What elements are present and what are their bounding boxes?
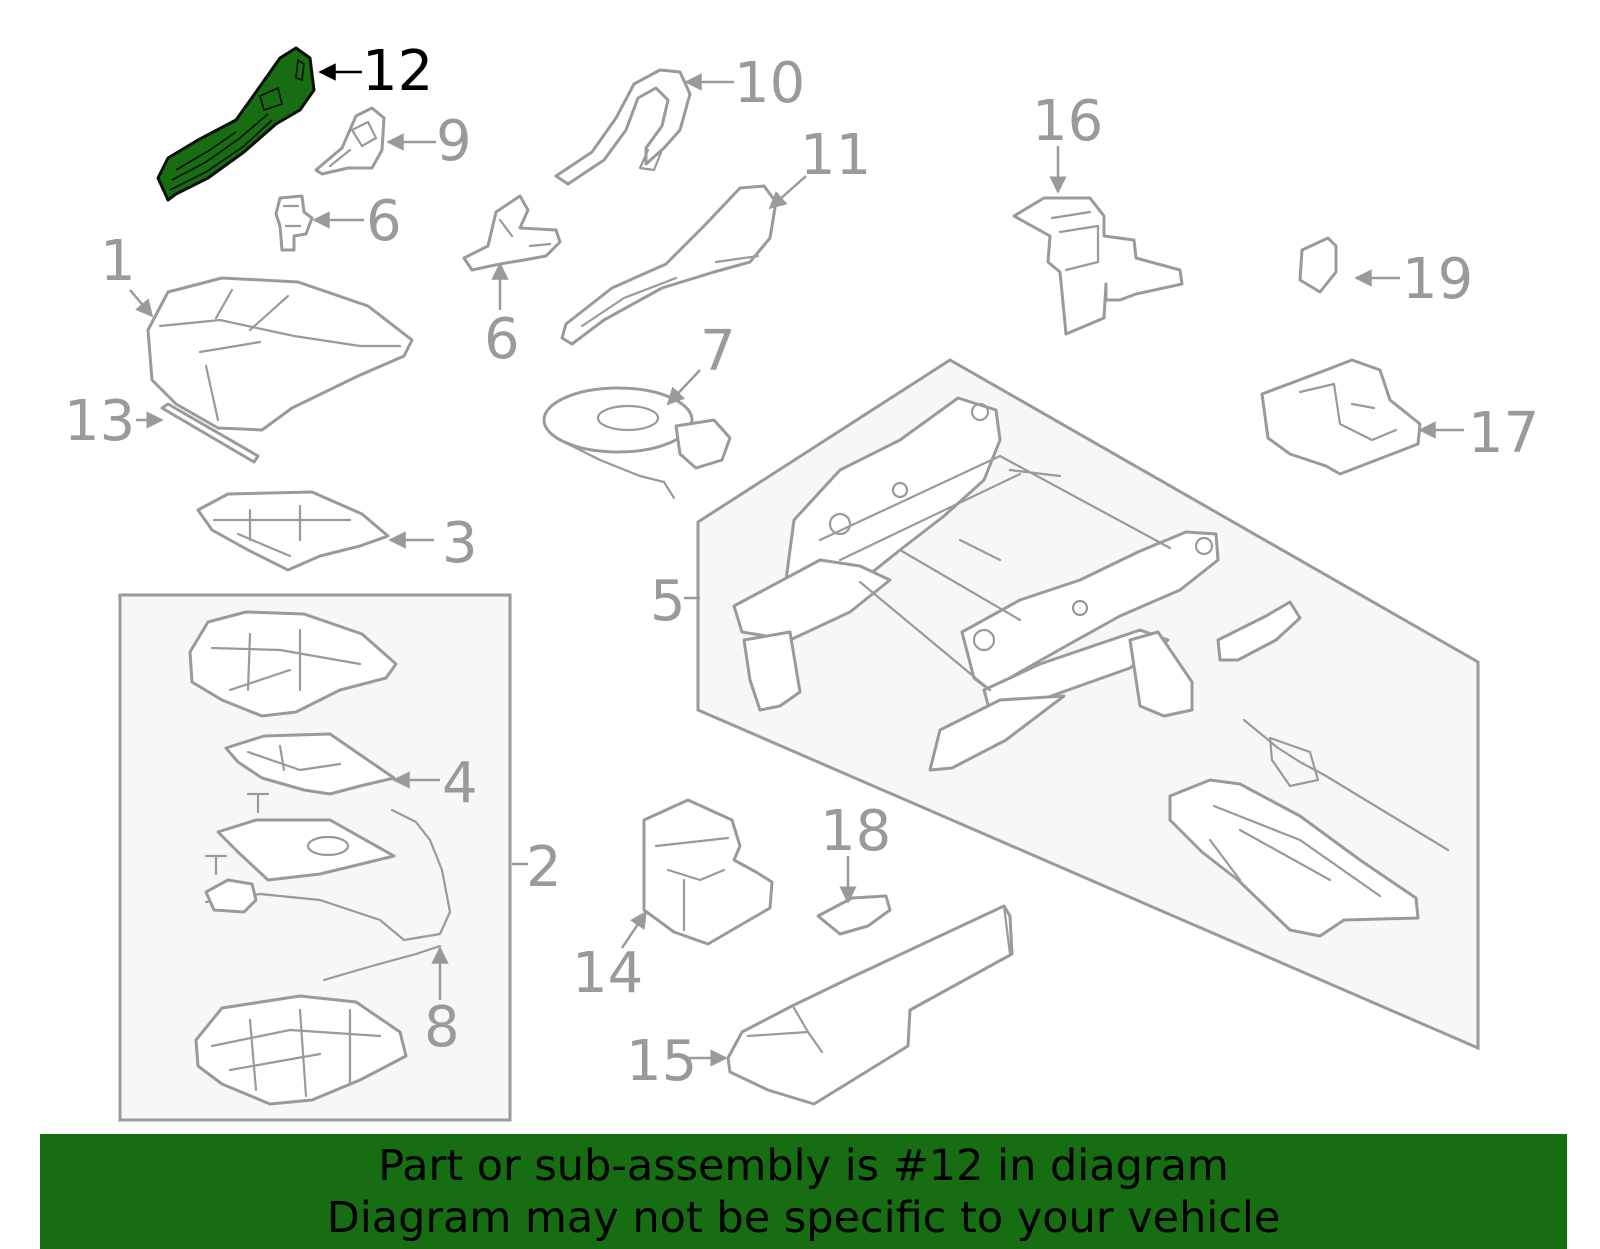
callout-17[interactable]: 17 bbox=[1468, 401, 1539, 466]
part-5-seat-frame[interactable] bbox=[732, 396, 1450, 938]
part-9[interactable] bbox=[314, 106, 386, 176]
banner-line-2: Diagram may not be specific to your vehi… bbox=[326, 1192, 1281, 1243]
part-11[interactable] bbox=[560, 184, 778, 346]
banner-line-1: Part or sub-assembly is #12 in diagram bbox=[378, 1140, 1229, 1191]
part-16[interactable] bbox=[1012, 196, 1184, 336]
part-12-highlighted[interactable] bbox=[156, 46, 316, 202]
leader-lines bbox=[129, 63, 1464, 1067]
info-banner: Part or sub-assembly is #12 in diagram D… bbox=[40, 1134, 1567, 1249]
callout-14[interactable]: 14 bbox=[572, 941, 643, 1006]
part-14[interactable] bbox=[642, 798, 774, 946]
part-17[interactable] bbox=[1260, 358, 1422, 476]
callout-15[interactable]: 15 bbox=[626, 1029, 697, 1094]
part-6-center[interactable] bbox=[462, 194, 562, 272]
callout-6-center[interactable]: 6 bbox=[484, 307, 520, 372]
callout-11[interactable]: 11 bbox=[800, 123, 871, 188]
callout-3[interactable]: 3 bbox=[442, 511, 478, 576]
callout-18[interactable]: 18 bbox=[820, 799, 891, 864]
callout-19[interactable]: 19 bbox=[1402, 247, 1473, 312]
callout-8[interactable]: 8 bbox=[424, 995, 460, 1060]
part-1-seat-cover[interactable] bbox=[146, 276, 414, 432]
part-10[interactable] bbox=[554, 68, 692, 186]
part-15[interactable] bbox=[726, 904, 1014, 1106]
part-7[interactable] bbox=[542, 386, 732, 500]
part-6-left[interactable] bbox=[274, 194, 314, 252]
part-3[interactable] bbox=[196, 490, 390, 572]
callout-6-left[interactable]: 6 bbox=[366, 189, 402, 254]
part-18[interactable] bbox=[816, 894, 892, 936]
callout-10[interactable]: 10 bbox=[734, 51, 805, 116]
callout-7[interactable]: 7 bbox=[700, 319, 736, 384]
callout-4[interactable]: 4 bbox=[442, 751, 478, 816]
part-13[interactable] bbox=[160, 402, 260, 464]
callout-labels: 12 9 6 1 13 3 10 6 11 7 16 19 17 5 4 2 8… bbox=[64, 39, 1539, 1094]
callout-1[interactable]: 1 bbox=[100, 229, 136, 294]
callout-13[interactable]: 13 bbox=[64, 389, 135, 454]
callout-2[interactable]: 2 bbox=[526, 835, 562, 900]
callout-12[interactable]: 12 bbox=[362, 39, 433, 104]
callout-16[interactable]: 16 bbox=[1032, 89, 1103, 154]
part-19[interactable] bbox=[1298, 236, 1338, 294]
callout-9[interactable]: 9 bbox=[436, 109, 472, 174]
callout-5[interactable]: 5 bbox=[650, 569, 686, 634]
part-2-seat-cushion-assembly[interactable] bbox=[188, 610, 452, 1106]
